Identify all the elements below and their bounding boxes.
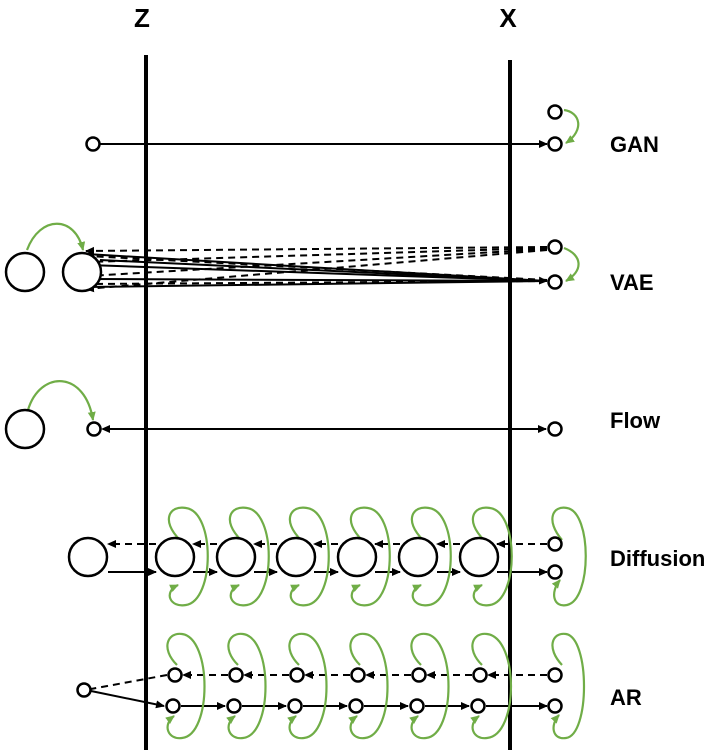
ar-token-node [348, 698, 364, 714]
vae-solid-edge [99, 259, 548, 285]
flow-data-node [547, 421, 563, 437]
vae-dash-edge [85, 246, 548, 255]
gan-label: GAN [610, 132, 659, 157]
ar-prefix-node [228, 667, 244, 683]
vae-solid-edge [87, 278, 548, 282]
diffusion-row: Diffusion [67, 506, 705, 607]
vae-label: VAE [610, 270, 654, 295]
ar-data-node [547, 698, 563, 714]
ar-prefix-node [472, 667, 488, 683]
diffusion-step-node [458, 536, 500, 578]
diffusion-loop [167, 506, 209, 607]
ar-prefix-node [350, 667, 366, 683]
flow-row: Flow [4, 380, 661, 450]
ar-loop [550, 632, 585, 740]
ar-label: AR [610, 685, 642, 710]
vae-dash-edge [87, 248, 548, 277]
diffusion-step-node [154, 536, 196, 578]
ar-token-node [287, 698, 303, 714]
vae-solid-edge [85, 280, 548, 291]
flow-latent-node [86, 421, 102, 437]
gan-loop [563, 108, 580, 144]
ar-loop [470, 632, 512, 740]
ar-data-node-top [547, 667, 563, 683]
gan-data-node [547, 136, 563, 152]
diffusion-data-node-top [547, 536, 563, 552]
flow-label: Flow [610, 408, 661, 433]
ar-loop [348, 632, 389, 740]
x-axis-label: X [499, 3, 517, 33]
ar-loop [287, 632, 328, 740]
ar-row: AR [76, 632, 642, 740]
vae-data-node-top [547, 239, 563, 255]
gan-data-node-top [547, 104, 563, 120]
diffusion-step-node [336, 536, 378, 578]
vae-latent-node [61, 251, 103, 293]
ar-prefix-node [289, 667, 305, 683]
diffusion-loop [288, 506, 330, 607]
vae-data-loop [563, 246, 580, 282]
diffusion-loop [228, 506, 270, 607]
vae-dash-edge [87, 247, 548, 263]
ar-dash-edge [90, 674, 168, 690]
vae-row: VAE [4, 222, 654, 295]
diffusion-loop [410, 506, 452, 607]
diffusion-loop [551, 506, 587, 607]
gan-latent-node [85, 136, 101, 152]
z-axis-label: Z [134, 3, 150, 33]
ar-edge [90, 690, 165, 709]
vae-data-node [547, 274, 563, 290]
ar-latent-node [76, 682, 92, 698]
ar-token-node [165, 698, 181, 714]
ar-token-node [409, 698, 425, 714]
flow-prior-node [4, 408, 46, 450]
ar-token-node [470, 698, 486, 714]
ar-loop [165, 632, 206, 740]
ar-prefix-node [411, 667, 427, 683]
ar-prefix-node [167, 667, 183, 683]
diffusion-loop [349, 506, 391, 607]
diffusion-loop [471, 506, 513, 607]
vae-prior-node [4, 251, 46, 293]
gan-row: GAN [85, 104, 659, 157]
ar-loop [226, 632, 267, 740]
vae-latent-loop [25, 222, 86, 251]
ar-loops [165, 632, 585, 740]
diffusion-step-node [215, 536, 257, 578]
ar-token-node [226, 698, 242, 714]
ar-loop [409, 632, 450, 740]
diffusion-data-node [547, 564, 563, 580]
diffusion-latent-node [67, 536, 109, 578]
diffusion-step-node [275, 536, 317, 578]
flow-loop [26, 380, 96, 421]
diffusion-loops [167, 506, 587, 607]
diffusion-step-node [397, 536, 439, 578]
diffusion-label: Diffusion [610, 546, 705, 571]
